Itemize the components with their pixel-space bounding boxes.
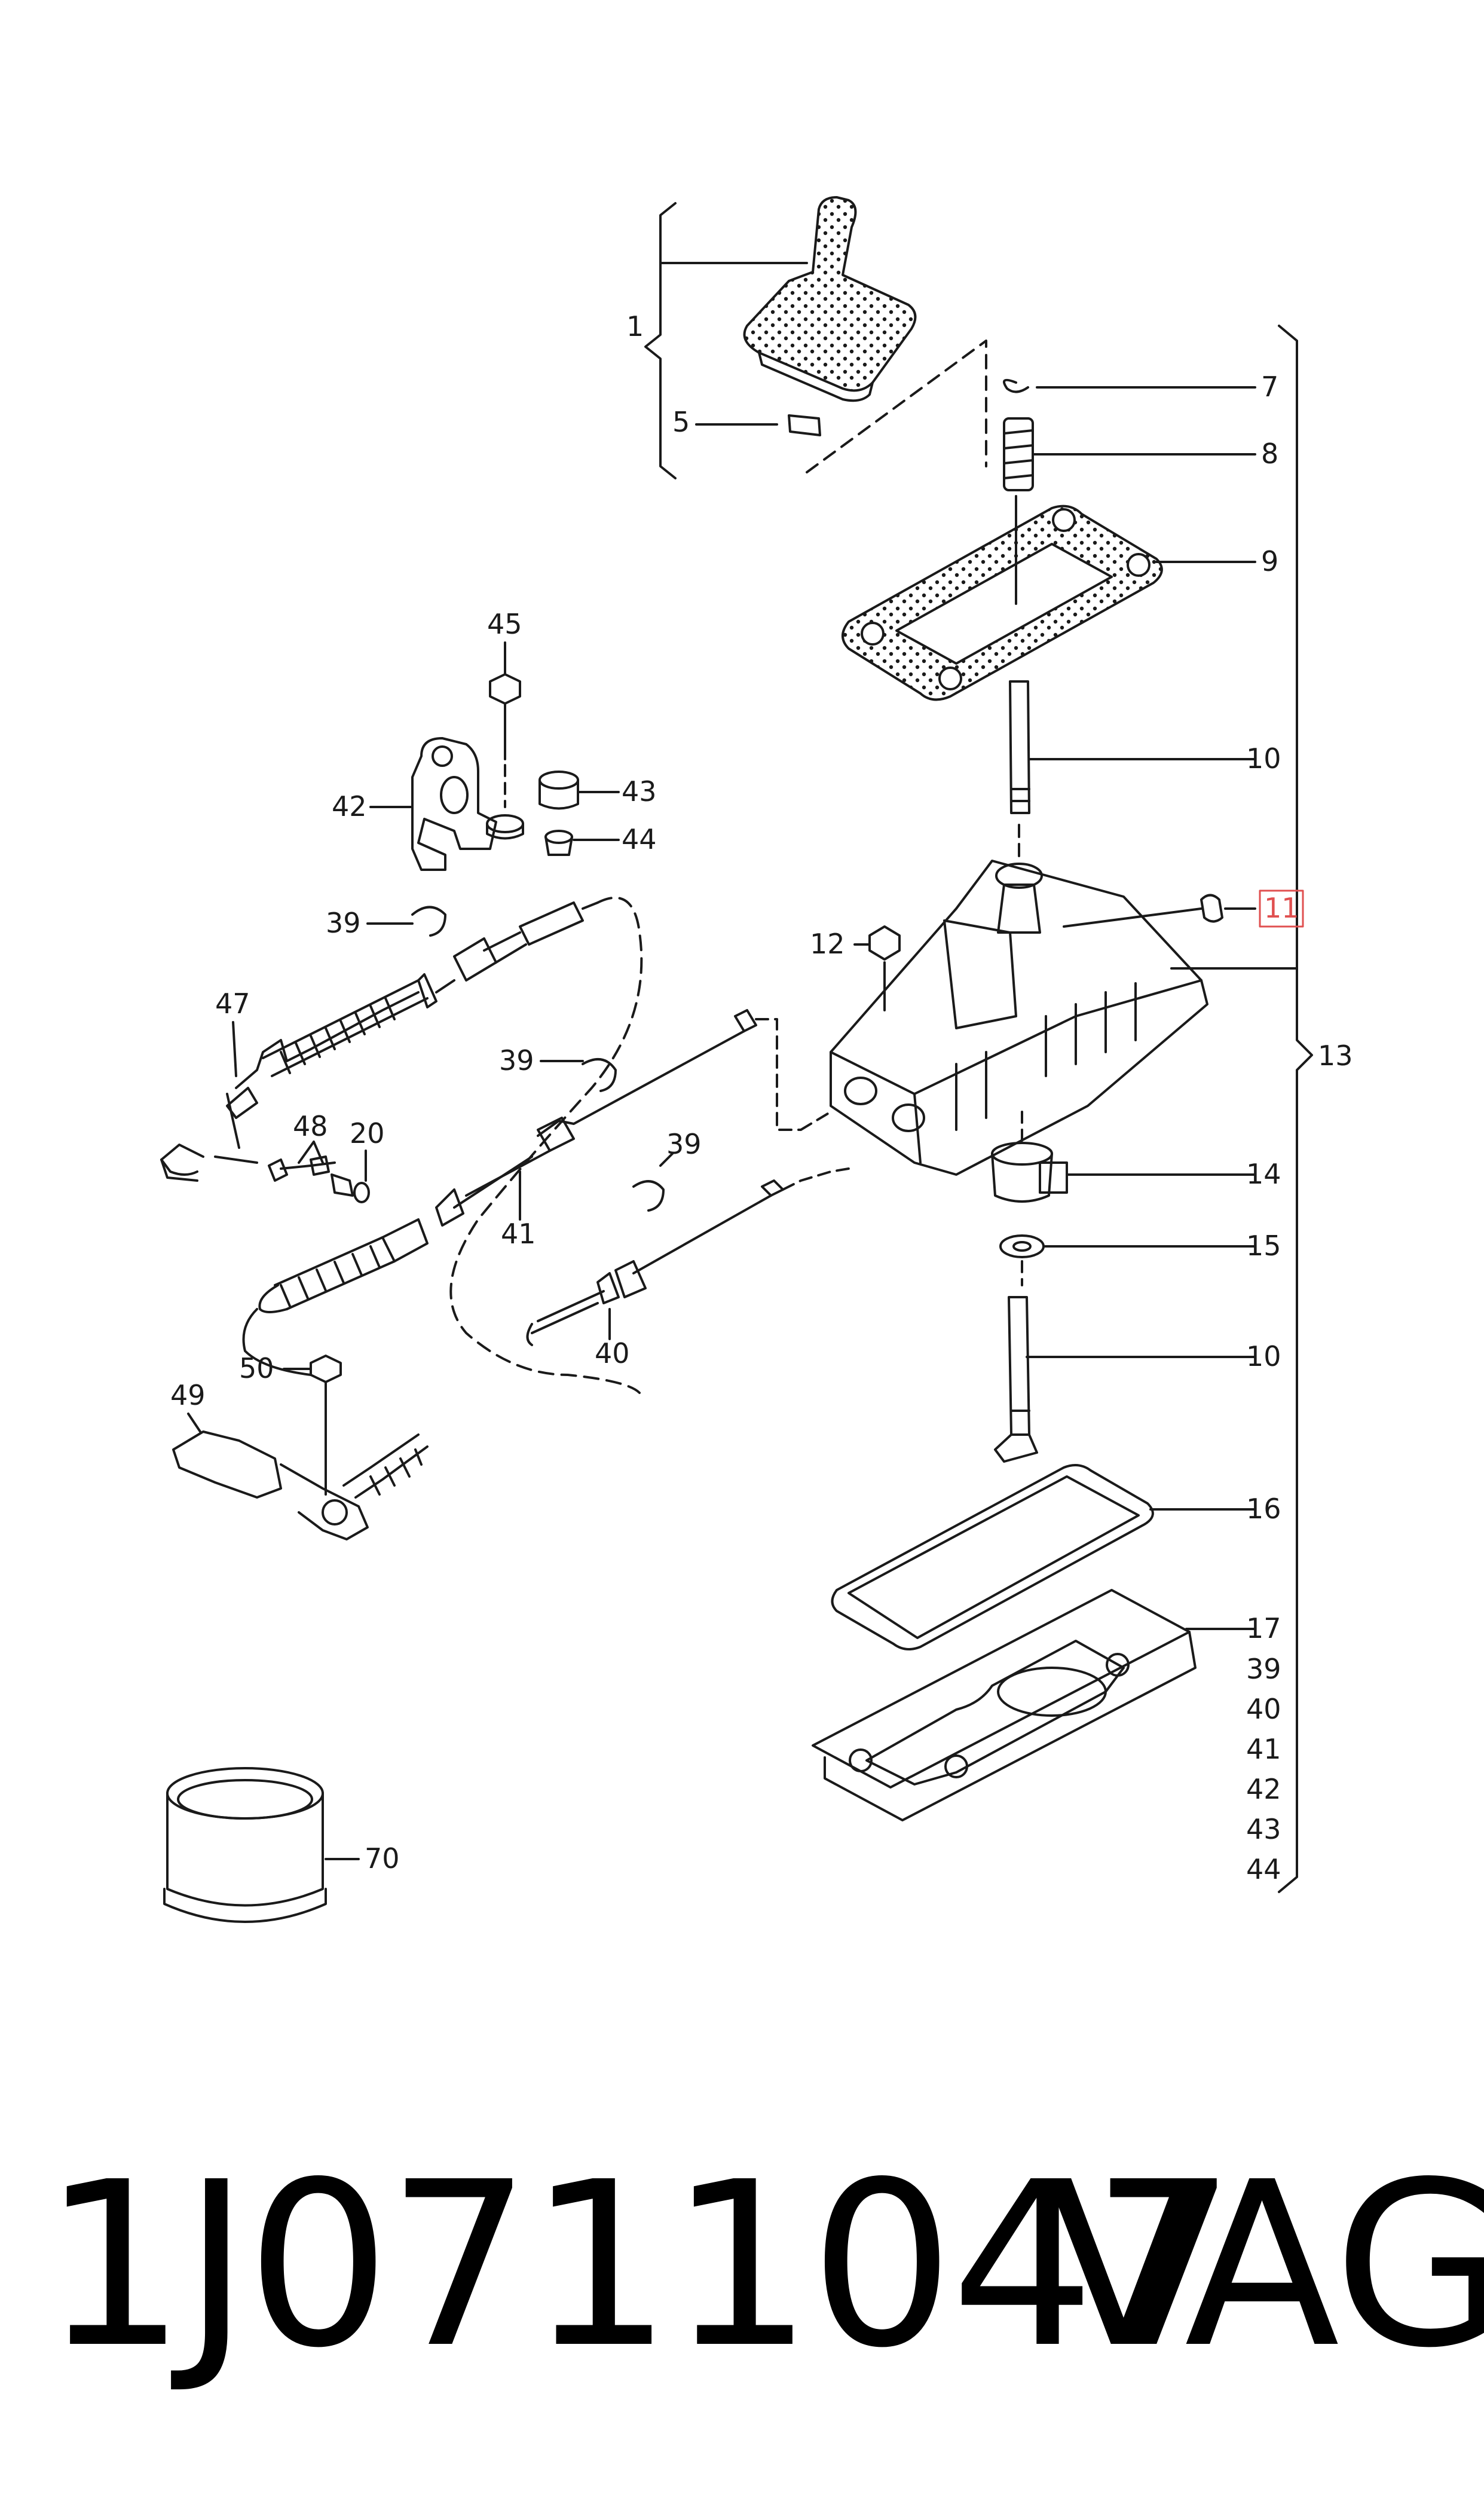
ring-70 — [163, 1767, 327, 1923]
callout-47: 47 — [215, 988, 250, 1020]
spring-8 — [1003, 417, 1034, 491]
part-number: 1J0711047 — [42, 2133, 1236, 2398]
brand-name: VAG — [1046, 2133, 1484, 2398]
clip-39b — [582, 1058, 617, 1092]
callout-list-40: 40 — [1246, 1693, 1281, 1725]
washer-15 — [999, 1234, 1045, 1258]
callout-40: 40 — [595, 1337, 630, 1369]
selector-cable-assembly — [160, 896, 643, 1394]
highlight-11 — [1259, 889, 1304, 928]
callout-49: 49 — [170, 1379, 206, 1411]
clip-39c — [632, 1180, 665, 1212]
callout-45: 45 — [487, 608, 522, 640]
sleeve-44 — [544, 830, 573, 856]
bolt-45 — [489, 673, 521, 760]
callout-39-a: 39 — [326, 907, 361, 939]
lever-49 — [172, 1430, 429, 1540]
rubber-bush-43 — [538, 771, 579, 810]
bracket-group-1 — [644, 202, 677, 479]
callout-70: 70 — [365, 1842, 400, 1875]
callout-13: 13 — [1318, 1040, 1353, 1072]
callout-17: 17 — [1246, 1612, 1281, 1644]
callout-5: 5 — [672, 406, 690, 438]
bracket-42 — [411, 737, 497, 871]
callout-list-39: 39 — [1246, 1653, 1281, 1685]
rod-10-upper — [1009, 680, 1030, 814]
callout-39-b: 39 — [499, 1044, 534, 1077]
bolt-12 — [868, 925, 901, 1011]
callout-14: 14 — [1246, 1158, 1281, 1190]
leader-48 — [298, 1141, 324, 1164]
leader-39c — [659, 1152, 674, 1167]
bushing-14 — [991, 1142, 1068, 1203]
clip-39a — [411, 906, 446, 937]
selector-cable-40 — [526, 1167, 850, 1346]
callout-10-upper: 10 — [1246, 742, 1281, 775]
washer-bracket — [486, 814, 524, 840]
callout-15: 15 — [1246, 1230, 1281, 1262]
rod-10-lower — [994, 1296, 1038, 1463]
callout-50: 50 — [239, 1352, 274, 1384]
nut-50 — [310, 1355, 342, 1383]
footer: 1J0711047 VAG — [0, 2128, 1484, 2403]
clip-5 — [788, 414, 821, 436]
callout-7: 7 — [1261, 371, 1278, 403]
pin-48 — [268, 1155, 370, 1203]
callout-list-44: 44 — [1246, 1853, 1281, 1885]
base-plate-17 — [812, 1589, 1197, 1821]
gasket-9 — [842, 505, 1163, 701]
leader-11b — [1063, 907, 1203, 928]
callout-39-c: 39 — [666, 1128, 702, 1160]
callout-48: 48 — [293, 1110, 328, 1142]
callout-20: 20 — [350, 1117, 385, 1150]
leader-49 — [187, 1413, 201, 1433]
callout-1: 1 — [626, 310, 644, 343]
circlip-7 — [1003, 378, 1029, 393]
shift-housing — [830, 860, 1208, 1176]
shift-knob — [743, 196, 917, 402]
assembly-dash-1 — [806, 340, 987, 473]
callout-list-43: 43 — [1246, 1813, 1281, 1845]
leader-47 — [232, 1021, 237, 1077]
bracket-group-13 — [1278, 325, 1313, 1893]
callout-43: 43 — [622, 775, 657, 808]
callout-8: 8 — [1261, 438, 1278, 470]
clip-11 — [1200, 894, 1223, 923]
callout-12: 12 — [810, 928, 845, 960]
callout-42: 42 — [332, 790, 367, 823]
callout-list-41: 41 — [1246, 1733, 1281, 1765]
gasket-16 — [831, 1464, 1154, 1650]
callout-16: 16 — [1246, 1493, 1281, 1525]
callout-41: 41 — [501, 1218, 536, 1250]
callout-10-lower: 10 — [1246, 1340, 1281, 1372]
callout-list-42: 42 — [1246, 1773, 1281, 1805]
shift-cable-41 — [242, 1009, 832, 1376]
callout-11: 11 — [1264, 892, 1299, 924]
callout-9: 9 — [1261, 545, 1278, 577]
callout-44: 44 — [622, 823, 657, 855]
